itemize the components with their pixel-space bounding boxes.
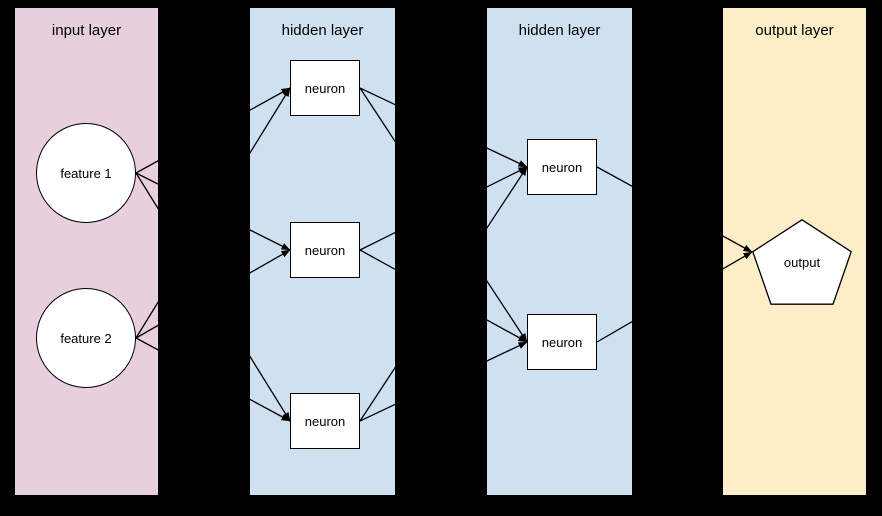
gap-right-margin (866, 0, 882, 516)
gap-left-margin (0, 0, 15, 516)
node-label: neuron (304, 413, 346, 429)
node-feature-2[interactable]: feature 2 (36, 288, 136, 388)
layer-title-hidden-2: hidden layer (518, 22, 601, 39)
node-hidden-1-neuron-2[interactable]: neuron (290, 222, 360, 278)
node-hidden-2-neuron-1[interactable]: neuron (527, 139, 597, 195)
node-hidden-2-neuron-2[interactable]: neuron (527, 314, 597, 370)
node-label: neuron (541, 159, 583, 175)
node-label: neuron (541, 334, 583, 350)
node-output-node[interactable]: output (752, 219, 852, 305)
node-feature-1[interactable]: feature 1 (36, 123, 136, 223)
node-label: feature 1 (60, 165, 112, 181)
node-hidden-1-neuron-3[interactable]: neuron (290, 393, 360, 449)
node-label: neuron (304, 242, 346, 258)
layer-panel-hidden-2 (487, 8, 632, 495)
pentagon-shape (752, 219, 852, 305)
node-hidden-1-neuron-1[interactable]: neuron (290, 60, 360, 116)
node-label: output (783, 254, 821, 270)
layer-title-output: output layer (755, 22, 834, 39)
node-label: neuron (304, 80, 346, 96)
gap-input-hidden1 (158, 0, 250, 516)
layer-title-hidden-1: hidden layer (281, 22, 364, 39)
layer-title-input: input layer (51, 22, 122, 39)
gap-hidden2-output (632, 0, 723, 516)
node-label: feature 2 (60, 330, 112, 346)
gap-hidden1-hidden2 (395, 0, 487, 516)
layer-panel-input (15, 8, 158, 495)
